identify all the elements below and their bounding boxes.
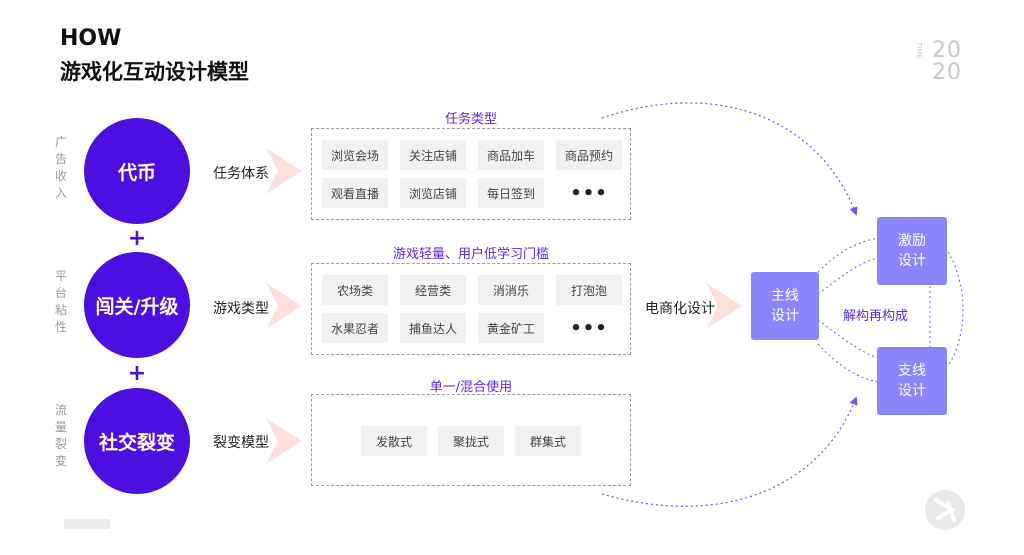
label-fission-model: 裂变模型 [213, 435, 269, 451]
main-line-design-box: 主线 设计 [751, 272, 819, 340]
tag-item: 发散式 [361, 426, 427, 456]
curve-top [601, 102, 858, 216]
plus-sign-1: + [127, 226, 147, 251]
tag-item: 经营类 [400, 275, 466, 305]
branch-line-design-box: 支线 设计 [877, 347, 947, 415]
tag-item: 观看直播 [322, 178, 388, 208]
line-outer-loop [947, 251, 964, 367]
tag-item: 农场类 [322, 275, 388, 305]
year-bottom: 20 [932, 60, 962, 85]
more-icon: ••• [570, 317, 608, 339]
tag-item: 商品加车 [478, 140, 544, 170]
tag-item: 浏览会场 [322, 140, 388, 170]
tag-item: 消消乐 [478, 275, 544, 305]
side-label-platform-stickiness: 平台粘性 [54, 269, 67, 334]
curve-bottom [601, 396, 858, 507]
watermark-logo-icon [925, 490, 965, 530]
task-types-box: 浏览会场 关注店铺 商品加车 商品预约 观看直播 浏览店铺 每日签到 ••• [311, 128, 631, 220]
circle-social-fission: 社交裂变 [84, 388, 190, 494]
label-task-system: 任务体系 [213, 166, 269, 182]
time-label: TIME [915, 42, 923, 59]
circle-token: 代币 [84, 118, 190, 224]
game-types-box: 农场类 经营类 消消乐 打泡泡 水果忍者 捕鱼达人 黄金矿工 ••• [311, 263, 631, 355]
more-icon: ••• [570, 182, 608, 204]
arrow-right-icon [266, 283, 302, 329]
tag-item: 捕鱼达人 [400, 313, 466, 343]
footer-bar [64, 519, 110, 529]
tag-item: 黄金矿工 [478, 313, 544, 343]
section-title-single-mixed: 单一/混合使用 [429, 380, 513, 395]
plus-sign-2: + [127, 361, 147, 386]
header-how: HOW [60, 26, 122, 51]
tag-item: 聚拢式 [438, 426, 504, 456]
side-label-ad-revenue: 广告收入 [54, 135, 67, 200]
page-title: 游戏化互动设计模型 [60, 60, 249, 84]
tag-item: 关注店铺 [400, 140, 466, 170]
tag-item: 群集式 [515, 426, 581, 456]
tag-item: 打泡泡 [556, 275, 622, 305]
tag-item: 水果忍者 [322, 313, 388, 343]
tag-item: 商品预约 [556, 140, 622, 170]
line-main-to-incentive-upper [817, 237, 879, 273]
arrow-right-icon [706, 283, 742, 329]
label-deconstruct: 解构再构成 [843, 309, 909, 324]
line-main-to-branch-lower [817, 343, 879, 383]
arrow-right-icon [266, 148, 302, 194]
fission-model-box: 发散式 聚拢式 群集式 [311, 394, 631, 486]
line-main-to-incentive-lower [817, 257, 879, 295]
label-game-type: 游戏类型 [213, 301, 269, 317]
line-main-to-branch-upper [817, 319, 879, 359]
section-title-lightweight-games: 游戏轻量、用户低学习门槛 [392, 247, 549, 262]
tag-item: 每日签到 [478, 178, 544, 208]
section-title-task-types: 任务类型 [444, 112, 497, 127]
side-label-traffic-fission: 流量裂变 [54, 403, 67, 468]
incentive-design-box: 激励 设计 [877, 217, 947, 285]
circle-level-up: 闯关/升级 [84, 252, 190, 358]
tag-item: 浏览店铺 [400, 178, 466, 208]
year-top: 20 [932, 38, 962, 63]
label-ecommerce-design: 电商化设计 [645, 301, 715, 317]
arrow-right-icon [266, 418, 302, 464]
